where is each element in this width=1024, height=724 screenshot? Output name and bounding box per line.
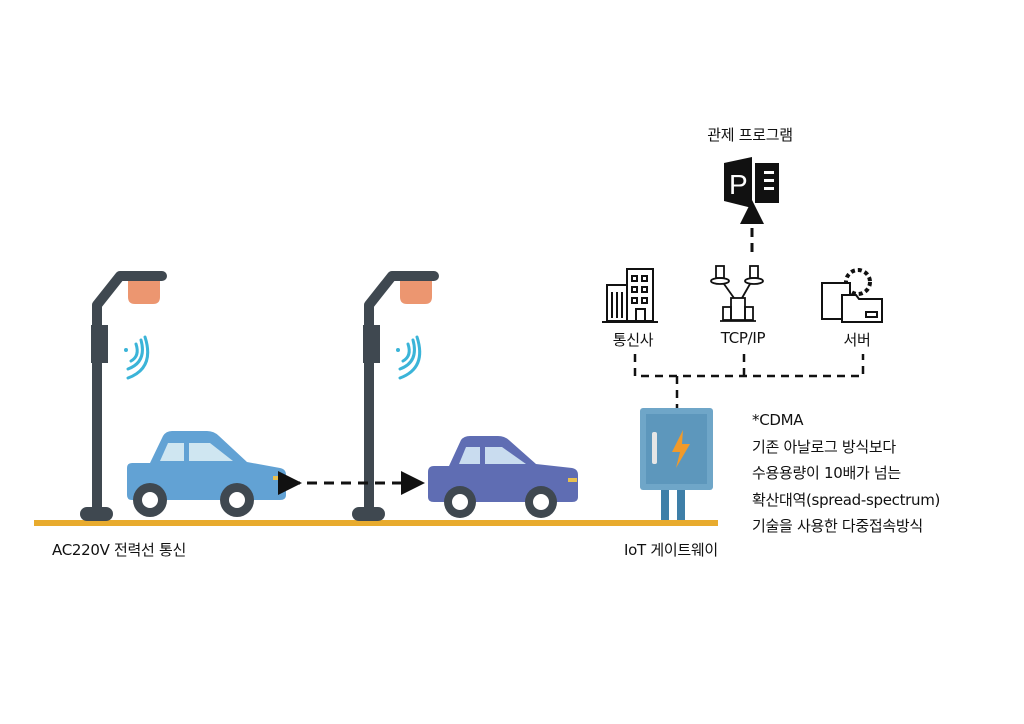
wifi-icon [396, 335, 422, 380]
wifi-icon [124, 335, 150, 380]
server-label: 서버 [843, 331, 871, 349]
note-line: 수용용량이 10배가 넘는 [752, 464, 901, 482]
svg-text:P: P [729, 169, 748, 200]
network-connectors [633, 354, 865, 408]
cdma-note: *CDMA 기존 아날로그 방식보다 수용용량이 10배가 넘는 확산대역(sp… [752, 407, 940, 540]
note-line: 기술을 사용한 다중접속방식 [752, 517, 923, 535]
server-folder-gear-icon [821, 268, 883, 323]
control-program-label: 관제 프로그램 [707, 126, 793, 144]
note-line: 확산대역(spread-spectrum) [752, 490, 941, 509]
network-servers-icon [710, 265, 764, 322]
tcpip-label: TCP/IP [720, 329, 766, 347]
building-icon [602, 268, 658, 323]
car-1-icon [127, 431, 286, 517]
gateway-label: IoT 게이트웨이 [624, 541, 718, 559]
control-program-icon: P [724, 157, 779, 208]
note-line: 기존 아날로그 방식보다 [752, 437, 896, 456]
powerline-label: AC220V 전력선 통신 [52, 541, 186, 559]
road-line [34, 520, 718, 526]
note-line: *CDMA [752, 411, 804, 429]
telecom-label: 통신사 [612, 331, 654, 349]
car-2-icon [428, 436, 578, 518]
street-lamp-1 [80, 271, 167, 521]
street-lamp-2 [352, 271, 439, 521]
iot-gateway-icon [640, 408, 713, 520]
